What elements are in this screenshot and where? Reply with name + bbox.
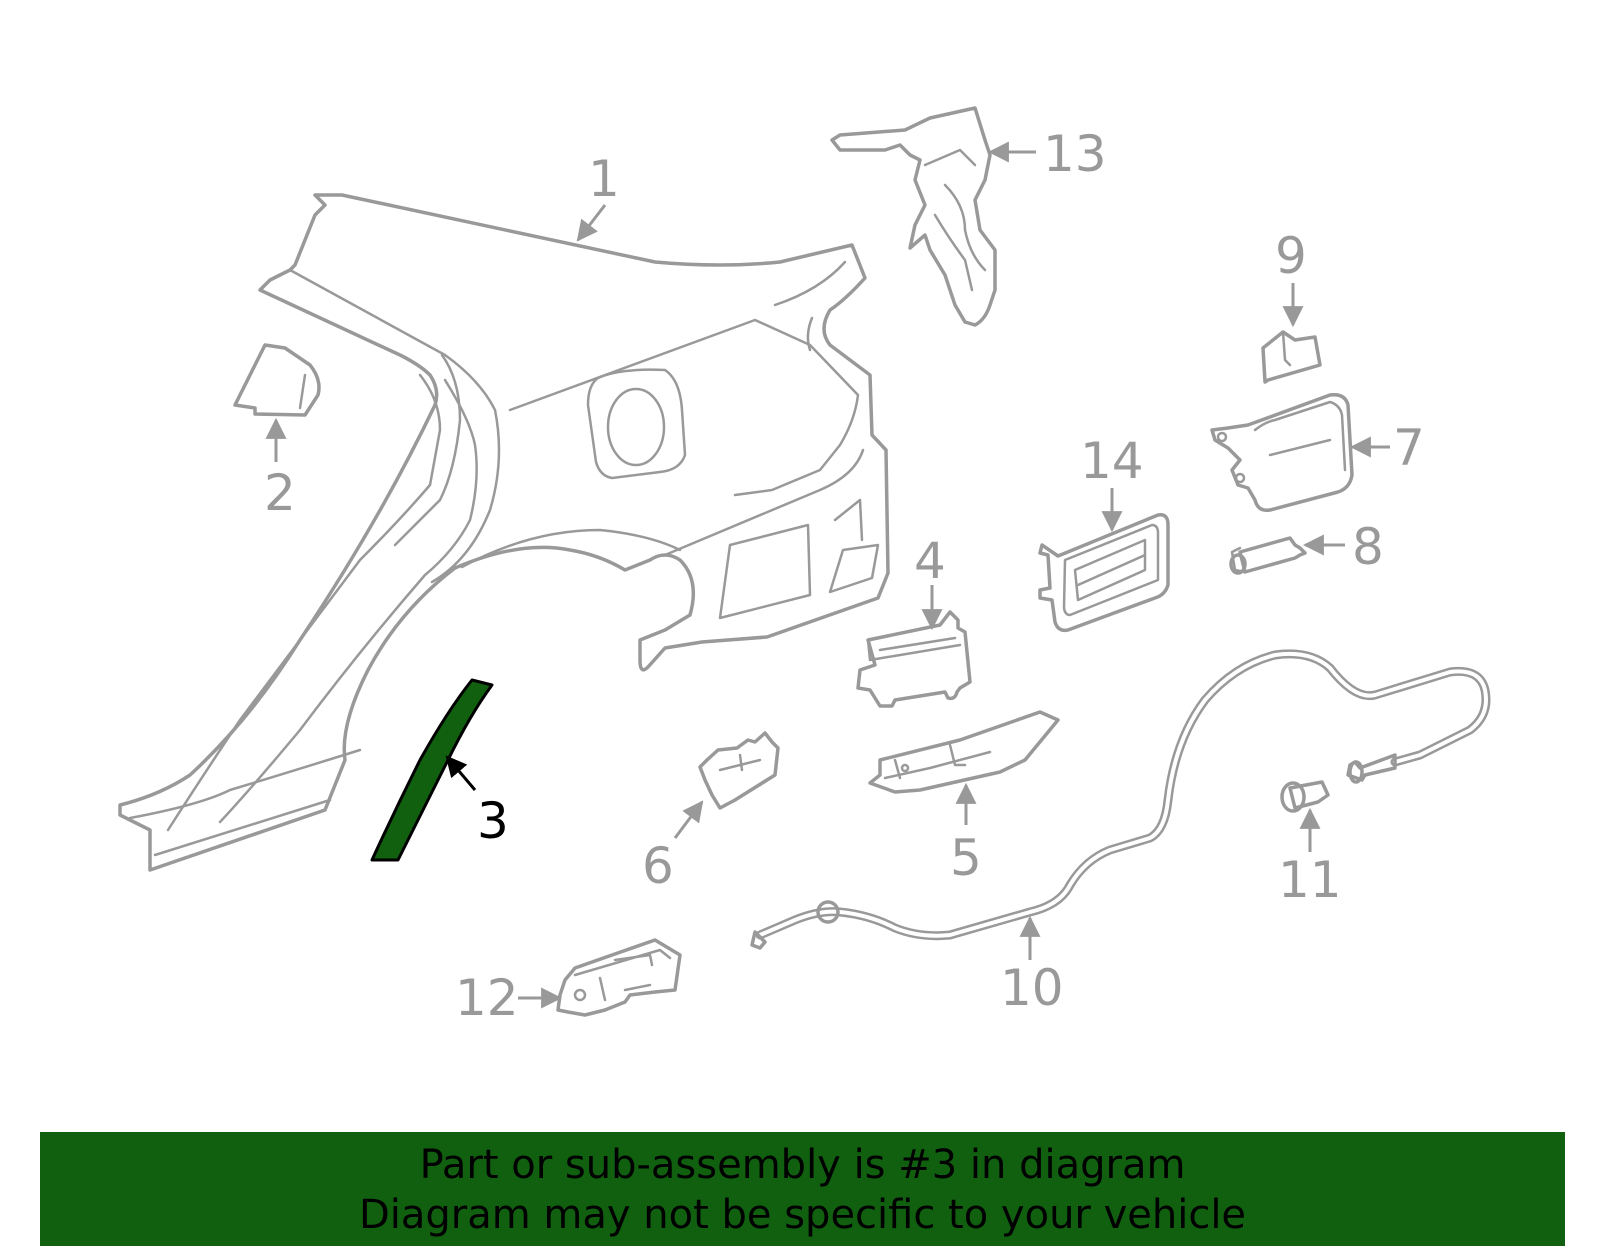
part-5-bracket — [868, 710, 1060, 794]
info-banner: Part or sub-assembly is #3 in diagram Di… — [40, 1132, 1565, 1246]
quarter-panel — [118, 193, 890, 872]
part-6-clip — [698, 731, 780, 810]
part-14-housing — [1038, 512, 1170, 633]
callout-8: 8 — [1352, 518, 1384, 576]
part-8-bolt — [1229, 536, 1307, 575]
part-13-bracket — [830, 106, 997, 327]
callout-9: 9 — [1275, 227, 1307, 285]
callout-10: 10 — [1000, 959, 1064, 1017]
part-7-fuel-door — [1210, 392, 1354, 513]
callout-12: 12 — [455, 969, 519, 1027]
banner-line-2: Diagram may not be specific to your vehi… — [358, 1192, 1247, 1238]
banner-line-1: Part or sub-assembly is #3 in diagram — [419, 1142, 1186, 1188]
part-2-trim — [233, 343, 321, 417]
callout-13: 13 — [1043, 125, 1107, 183]
part-9-clip — [1261, 330, 1322, 384]
part-12-latch — [556, 938, 682, 1017]
callout-11: 11 — [1278, 851, 1342, 909]
callout-3: 3 — [477, 792, 509, 850]
leader-arrows — [265, 141, 1390, 1009]
callout-4: 4 — [914, 532, 946, 590]
callout-5: 5 — [950, 829, 982, 887]
part-11-grommet — [1280, 780, 1330, 813]
part-10-cable — [750, 649, 1491, 950]
callout-7: 7 — [1393, 419, 1425, 477]
callout-1: 1 — [588, 150, 620, 208]
callout-14: 14 — [1080, 432, 1144, 490]
part-3-molding — [370, 678, 494, 862]
part-4-module — [856, 610, 972, 708]
callout-6: 6 — [642, 837, 674, 895]
callout-2: 2 — [264, 464, 296, 522]
